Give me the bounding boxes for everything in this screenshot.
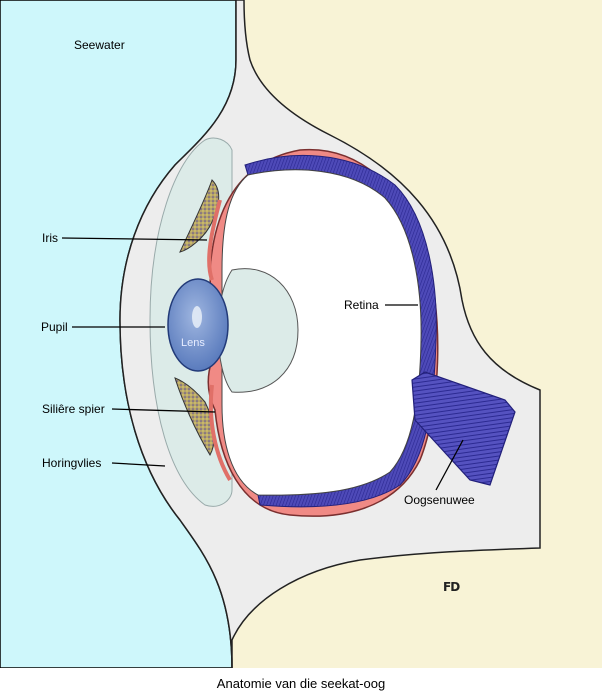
- leader-horing: [111, 462, 166, 467]
- ciliary-upper: [207, 199, 222, 281]
- iris-upper: [179, 179, 220, 253]
- label-pupil: Pupil: [41, 320, 68, 334]
- leader-iris: [61, 237, 208, 241]
- lens-highlight: [192, 306, 202, 328]
- diagram-stage: Seewater Iris Pupil Siliêre spier Horing…: [0, 0, 602, 668]
- author-signature: FD: [443, 580, 460, 594]
- leader-oogsenuwee: [435, 439, 464, 491]
- label-iris: Iris: [42, 231, 58, 245]
- ciliary-lower: [208, 384, 232, 482]
- vitreous: [221, 169, 422, 496]
- label-retina: Retina: [344, 298, 379, 312]
- label-horingvlies: Horingvlies: [42, 456, 102, 470]
- optic-nerve: [411, 371, 516, 486]
- eye-diagram: [0, 0, 602, 668]
- diagram-caption: Anatomie van die seekat-oog: [216, 676, 386, 691]
- label-lens: Lens: [181, 337, 205, 349]
- label-oogsenuwee: Oogsenuwee: [404, 493, 475, 507]
- label-siliere-spier: Siliêre spier: [42, 402, 105, 416]
- leader-siliere: [111, 408, 216, 413]
- label-seewater: Seewater: [74, 38, 125, 52]
